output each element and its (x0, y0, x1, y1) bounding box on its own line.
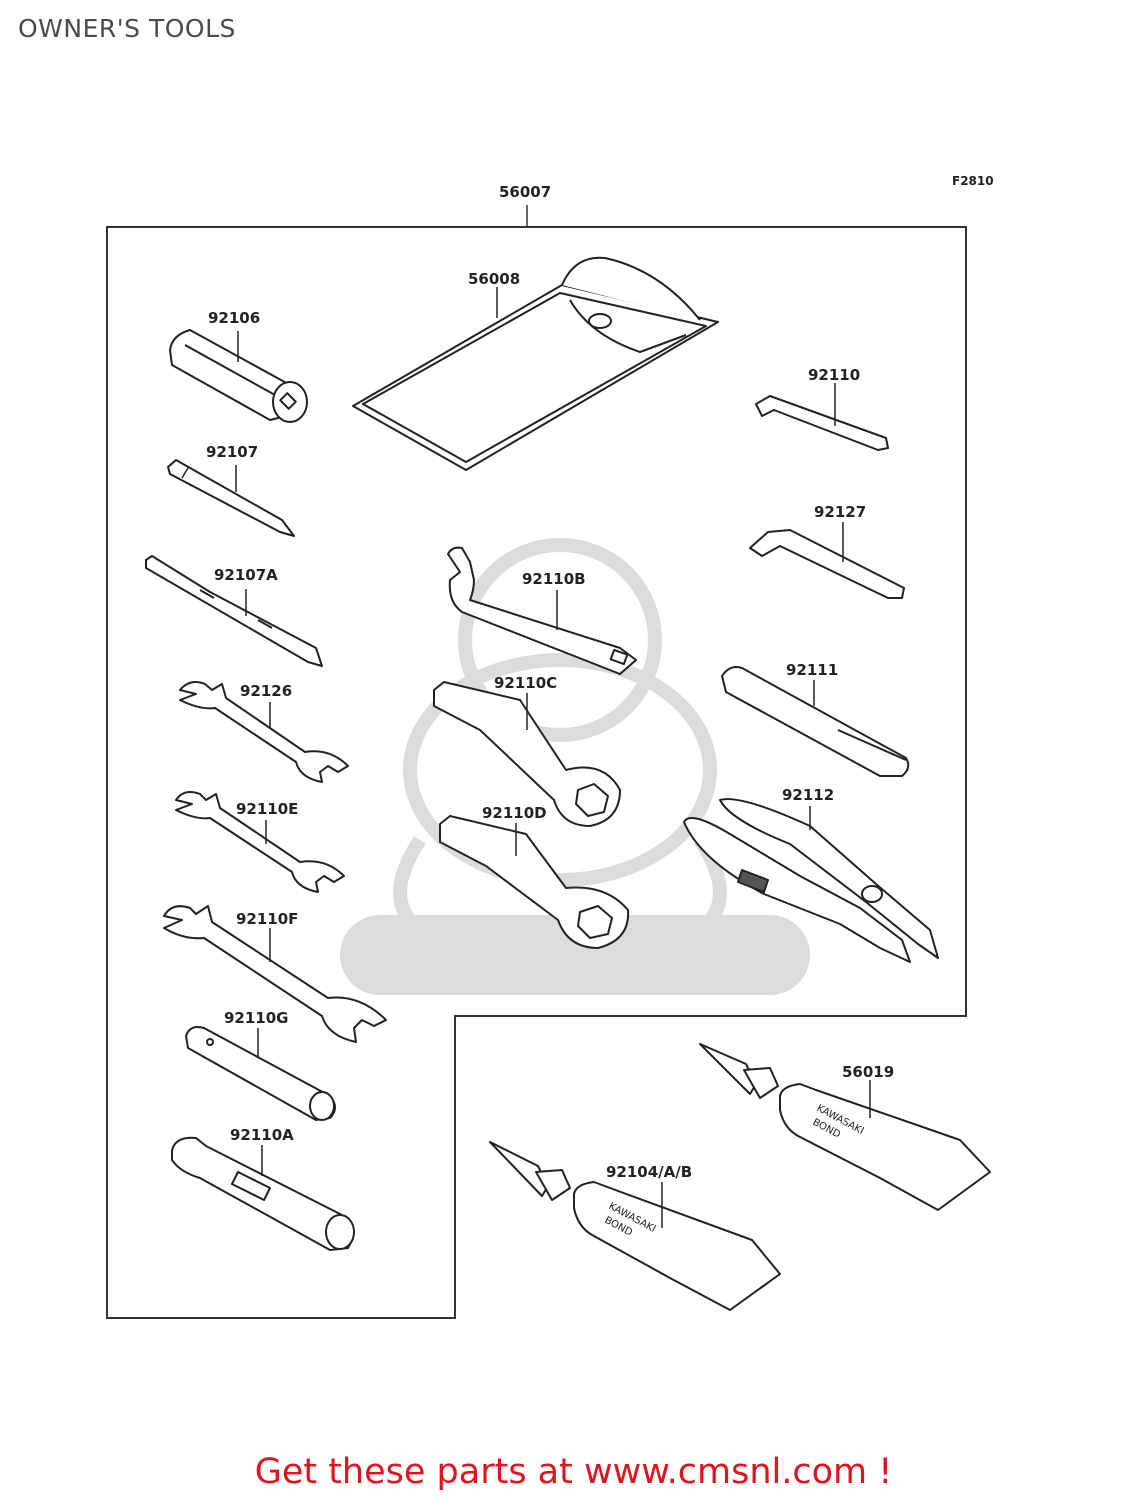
assembly-outline (106, 226, 967, 1319)
wrench-92110E[interactable] (175, 791, 345, 893)
box-spanner-92110C[interactable] (433, 681, 621, 827)
part-label-92110B[interactable]: 92110B (522, 570, 586, 588)
part-label-92126[interactable]: 92126 (240, 682, 292, 700)
part-label-92111[interactable]: 92111 (786, 661, 838, 679)
part-label-92112[interactable]: 92112 (782, 786, 834, 804)
box-wrench-92110G[interactable] (185, 1026, 336, 1121)
figure-code: F2810 (952, 174, 994, 188)
part-label-92110D[interactable]: 92110D (482, 804, 547, 822)
part-label-56007[interactable]: 56007 (499, 183, 551, 201)
box-wrench-92110A[interactable] (171, 1136, 355, 1251)
part-label-92127[interactable]: 92127 (814, 503, 866, 521)
part-labels: 56007 56008 92106 92107 92107A 92126 921… (206, 183, 894, 1181)
hex-key-92110[interactable] (755, 383, 889, 451)
driver-bit-92107[interactable] (167, 459, 295, 537)
part-label-92110C[interactable]: 92110C (494, 674, 557, 692)
part-label-92110E[interactable]: 92110E (236, 800, 298, 818)
part-label-56008[interactable]: 56008 (468, 270, 520, 288)
part-label-92107[interactable]: 92107 (206, 443, 258, 461)
wrench-92126[interactable] (179, 681, 349, 783)
part-label-92106[interactable]: 92106 (208, 309, 260, 327)
tool-bag-56008[interactable] (352, 256, 719, 471)
part-label-56019[interactable]: 56019 (842, 1063, 894, 1081)
part-label-92110F[interactable]: 92110F (236, 910, 298, 928)
footer-link[interactable]: Get these parts at www.cmsnl.com ! (254, 1452, 893, 1492)
handle-92111[interactable] (721, 666, 910, 777)
pliers-92112[interactable] (683, 798, 939, 963)
part-label-92110G[interactable]: 92110G (224, 1009, 289, 1027)
spanner-92110B[interactable] (447, 546, 637, 675)
part-label-92104[interactable]: 92104/A/B (606, 1163, 692, 1181)
bond-tube-92104[interactable]: KAWASAKI BOND (489, 1141, 781, 1311)
part-label-92110A[interactable]: 92110A (230, 1126, 294, 1144)
bond-tube-56019[interactable]: KAWASAKI BOND (699, 1043, 991, 1211)
hex-key-92127[interactable] (749, 522, 905, 599)
socket-92106[interactable] (169, 329, 308, 423)
part-label-92110[interactable]: 92110 (808, 366, 860, 384)
box-spanner-92110D[interactable] (439, 815, 630, 949)
page-title: OWNER'S TOOLS (18, 14, 236, 43)
wrench-92110F[interactable] (163, 905, 387, 1043)
part-label-92107A[interactable]: 92107A (214, 566, 278, 584)
driver-bit-92107A[interactable] (145, 555, 323, 667)
